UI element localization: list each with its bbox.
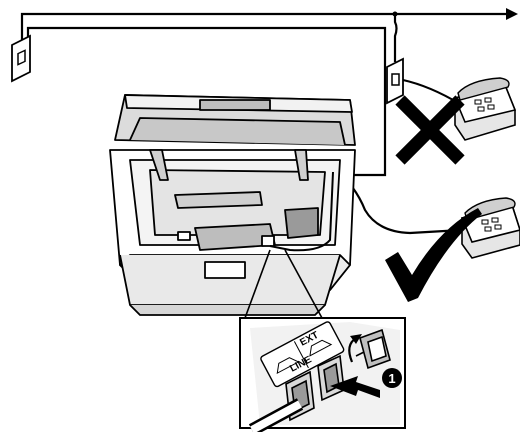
protective-cap-icon [355,328,391,370]
insert-arrow-icon [330,376,380,398]
internal-cable [269,171,334,252]
external-telephone-wrong-icon [453,77,517,141]
external-telephone-right-icon [460,197,520,259]
wall-jack-right-icon [386,57,461,105]
wall-jack-left-icon [11,34,31,83]
cross-mark-icon [395,95,465,165]
machine-illustration [109,94,356,316]
callout-badge [382,368,402,388]
zoom-inset: EXT LINE 1 [239,317,406,432]
check-mark-icon [385,208,482,302]
junction-dot [392,11,398,17]
callout-number: 1 [388,371,395,386]
line-arrow-icon [506,8,518,20]
callout-leader [244,249,323,319]
